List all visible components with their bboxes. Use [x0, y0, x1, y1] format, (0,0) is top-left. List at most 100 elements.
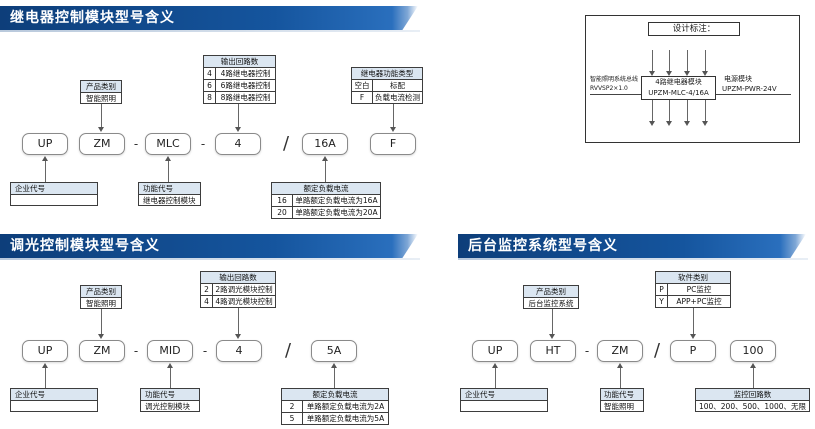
banner-tail [392, 6, 418, 30]
slash: / [285, 340, 292, 361]
dash: - [133, 344, 139, 358]
banner-underline [0, 258, 420, 260]
label-title: 功能代号 [601, 389, 643, 401]
arrow-down-icon [549, 334, 555, 339]
connector [552, 309, 553, 335]
connector [170, 367, 171, 388]
banner-tail [780, 234, 806, 258]
label-title: 企业代号 [11, 389, 97, 401]
code-box-up: UP [472, 340, 518, 362]
arrow-up-icon [42, 156, 48, 161]
code-box-loops: 100 [730, 340, 776, 362]
connector [652, 50, 653, 72]
section-title-relay: 继电器控制模块型号含义 [0, 6, 418, 30]
power-label: 电源模块 [724, 75, 752, 83]
label-value: 继电器控制模块 [143, 196, 196, 205]
table-row: 空白标配 [352, 80, 422, 92]
connector [705, 100, 706, 122]
dash: - [202, 344, 208, 358]
connector [705, 50, 706, 72]
label-title: 输出回路数 [204, 56, 275, 68]
connector [325, 160, 326, 182]
arrow-down-icon [702, 121, 708, 126]
arrow-up-icon [331, 363, 337, 368]
label-title: 产品类别 [524, 286, 578, 298]
arrow-up-icon [167, 363, 173, 368]
arrow-down-icon [666, 71, 672, 76]
label-title: 产品类别 [81, 286, 121, 298]
design-note-panel: 设计标注： 4路继电器模块 UPZM-MLC-4/16A 智能照明系统总线 RV… [585, 15, 800, 143]
connector [101, 309, 102, 335]
label-value [11, 401, 97, 412]
connector [669, 100, 670, 122]
connector [238, 104, 239, 128]
arrow-up-icon [750, 363, 756, 368]
arrow-down-icon [390, 127, 396, 132]
label-title: 企业代号 [11, 183, 97, 195]
slash: / [283, 133, 290, 154]
code-box-loops: 4 [216, 340, 262, 362]
label-product-type: 产品类别 后台监控系统 [523, 285, 579, 309]
connector [495, 367, 496, 388]
label-company-code: 企业代号 [10, 182, 98, 206]
arrow-down-icon [235, 334, 241, 339]
code-box-up: UP [22, 133, 68, 155]
label-value: 调光控制模块 [145, 402, 190, 411]
bus-cable: RVVSP2×1.0 [590, 85, 628, 92]
arrow-down-icon [702, 71, 708, 76]
arrow-down-icon [649, 121, 655, 126]
module-model: UPZM-MLC-4/16A [648, 89, 709, 97]
connector [45, 367, 46, 388]
dash: - [584, 344, 590, 358]
label-value [461, 401, 547, 412]
label-title: 监控回路数 [696, 389, 809, 401]
label-title: 软件类别 [656, 272, 730, 284]
code-box-zm: ZM [79, 340, 125, 362]
label-product-type: 产品类别 智能照明 [80, 285, 122, 309]
slash: / [654, 340, 661, 361]
arrow-up-icon [165, 156, 171, 161]
arrow-down-icon [235, 127, 241, 132]
connector [238, 308, 239, 335]
design-note-title: 设计标注： [648, 22, 740, 36]
connector [693, 308, 694, 335]
code-box-loops: 4 [215, 133, 261, 155]
code-box-ht: HT [530, 340, 576, 362]
label-title: 继电器功能类型 [352, 68, 422, 80]
label-value: 100、200、500、1000、无限 [698, 402, 807, 411]
label-title: 额定负载电流 [272, 183, 380, 195]
label-title: 额定负载电流 [282, 389, 388, 401]
label-function-code: 功能代号 调光控制模块 [140, 388, 200, 412]
code-box-up: UP [22, 340, 68, 362]
banner-underline [458, 258, 808, 260]
code-box-zm: ZM [597, 340, 643, 362]
connector [334, 367, 335, 388]
arrow-up-icon [617, 363, 623, 368]
arrow-down-icon [690, 334, 696, 339]
code-box-software: P [670, 340, 716, 362]
label-title: 企业代号 [461, 389, 547, 401]
code-box-current: 16A [302, 133, 348, 155]
bus-label: 智能照明系统总线 [590, 76, 639, 83]
label-company-code: 企业代号 [10, 388, 98, 412]
label-monitor-loops: 监控回路数 100、200、500、1000、无限 [695, 388, 810, 412]
label-title: 功能代号 [139, 183, 200, 195]
power-line [716, 94, 791, 95]
connector [45, 160, 46, 182]
dash: - [133, 137, 139, 151]
arrow-down-icon [98, 334, 104, 339]
dash: - [200, 137, 206, 151]
relay-module-box: 4路继电器模块 UPZM-MLC-4/16A [641, 76, 716, 100]
code-box-zm: ZM [79, 133, 125, 155]
